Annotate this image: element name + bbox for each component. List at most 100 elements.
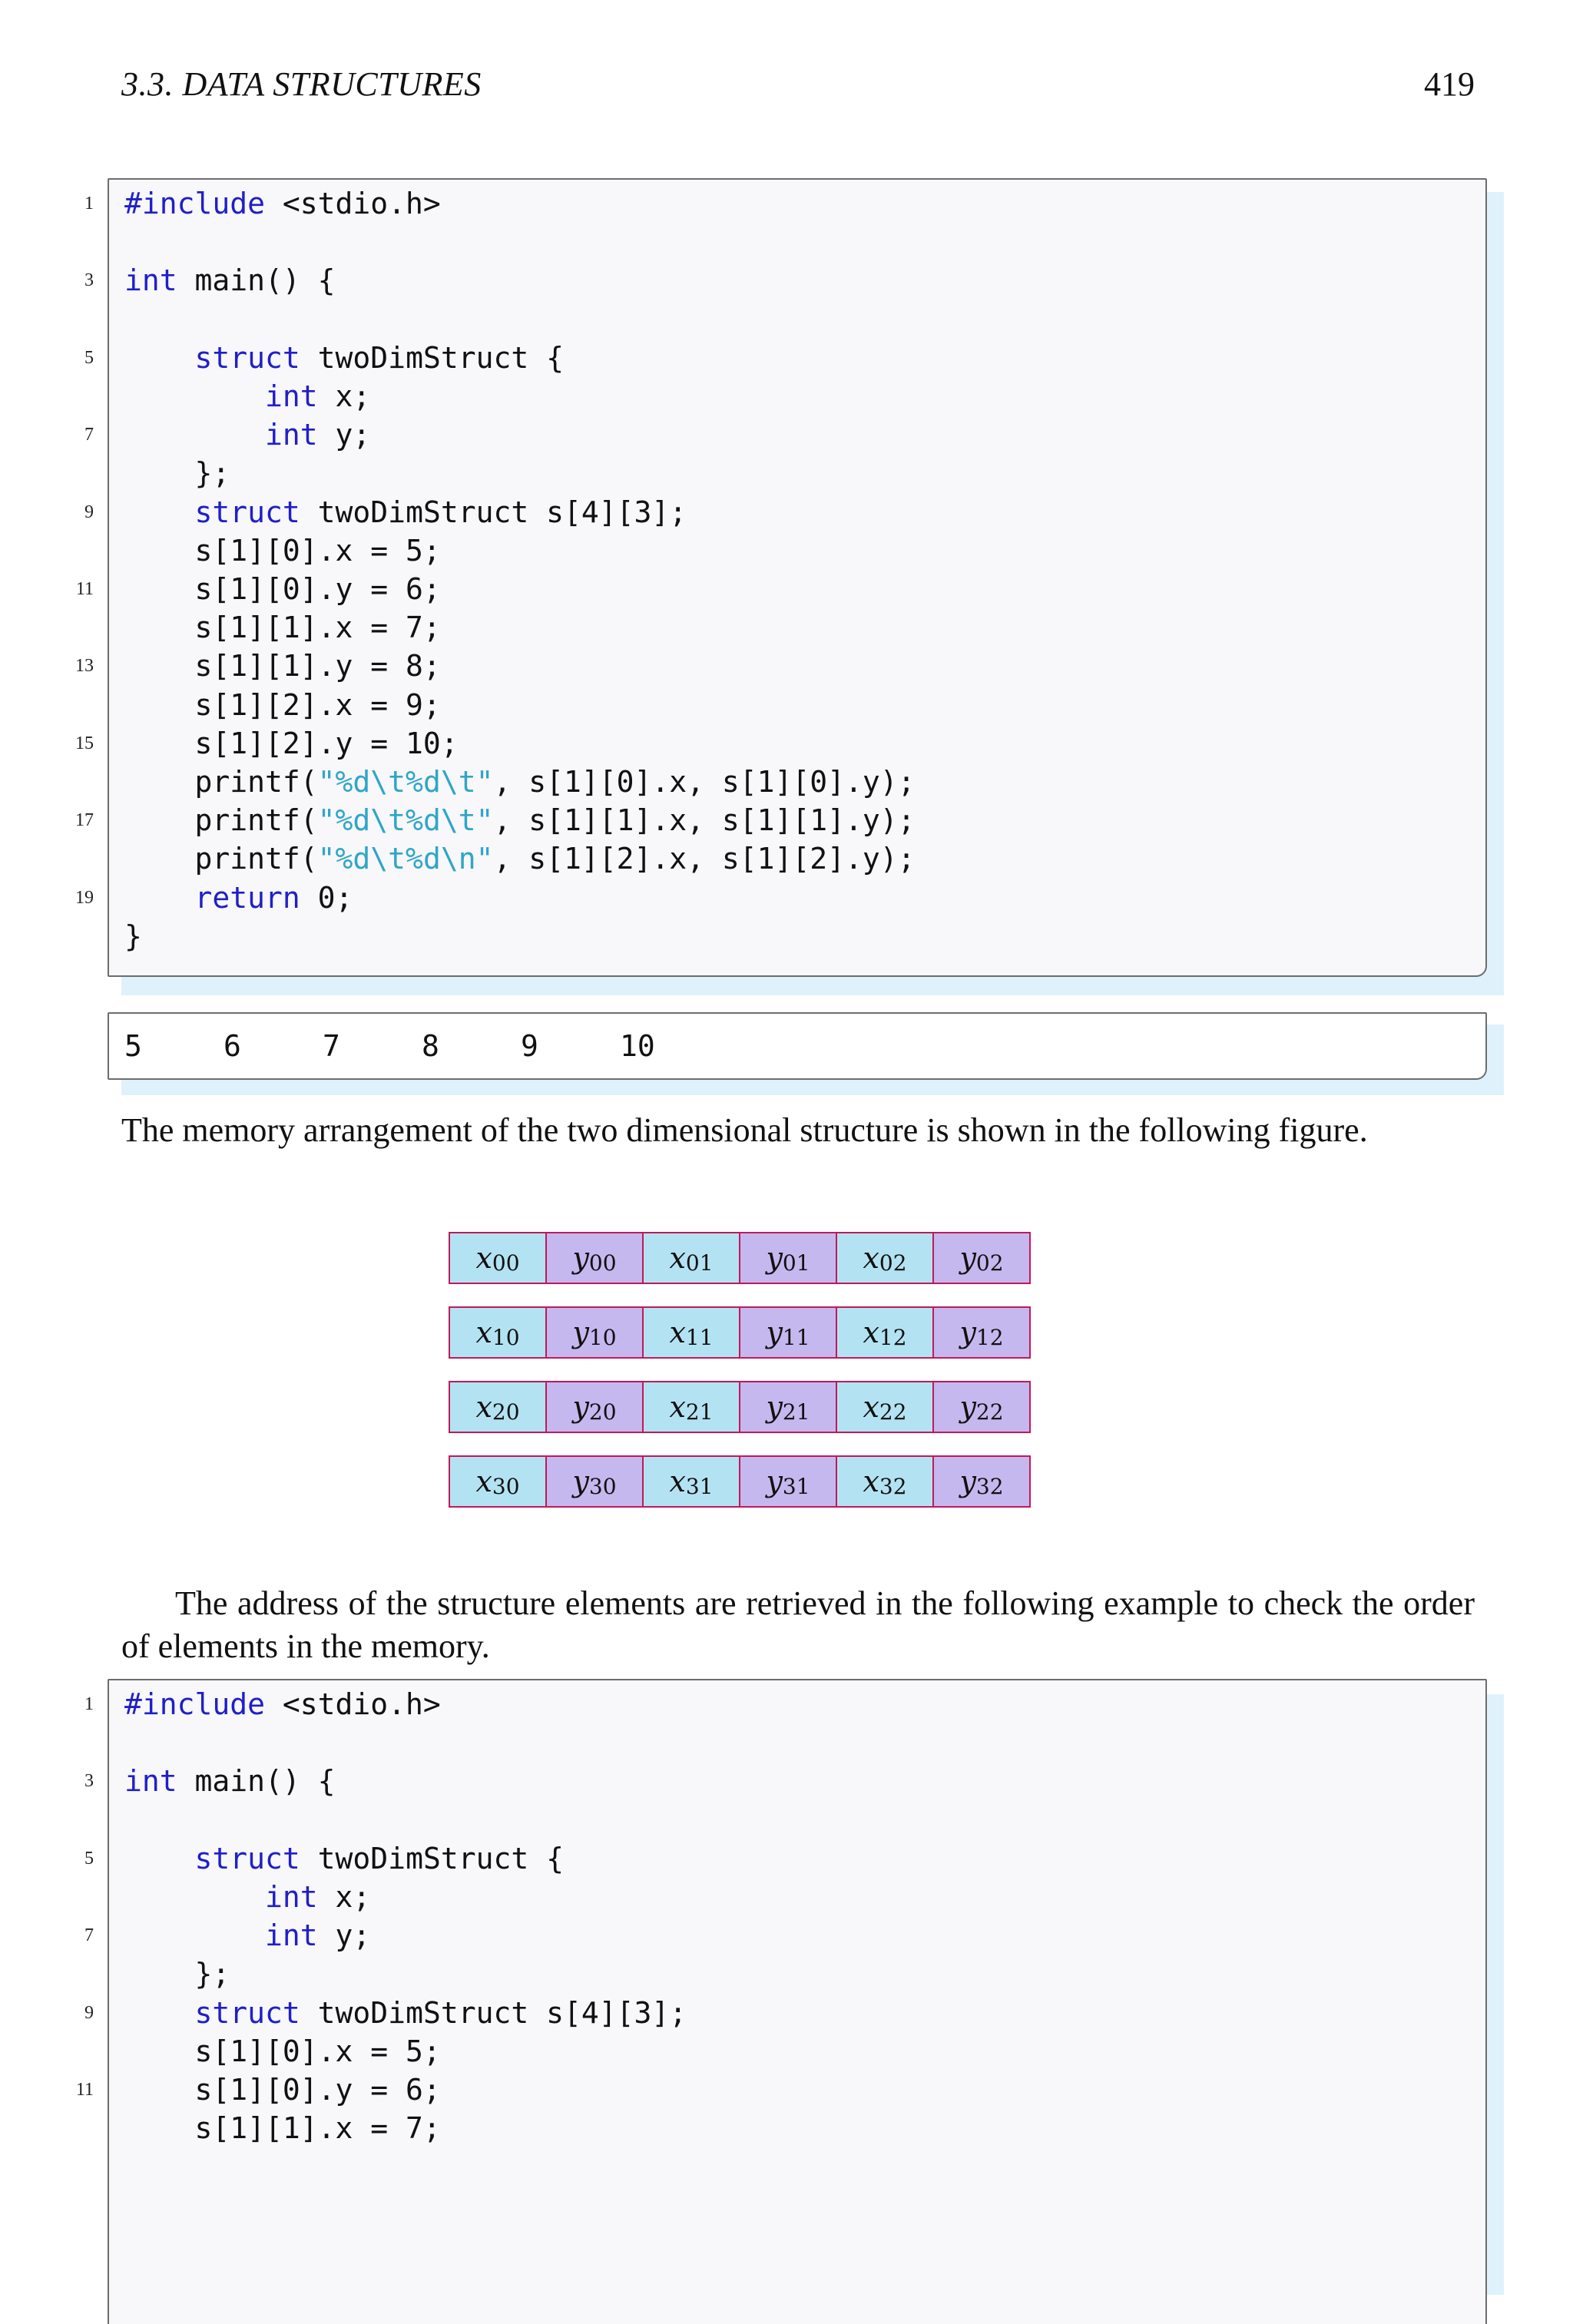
cell-subscript: 20 [588,1399,617,1425]
cell-variable: x [475,1241,492,1275]
cell-variable: y [959,1465,976,1498]
cell-variable: y [766,1465,783,1498]
code-text: s[1][1].y = 8; [124,649,441,684]
cell-variable: y [572,1390,589,1424]
line-number: 1 [84,194,94,214]
cell-subscript: 31 [685,1473,714,1499]
cell-subscript: 22 [975,1399,1004,1425]
cell-variable: x [669,1241,686,1275]
code-text: s[1][2].x = 9; [124,687,441,722]
code-preprocessor: #include [124,187,266,220]
line-number [51,2109,94,2147]
cell-variable: y [572,1316,589,1349]
line-number: 15 [75,733,94,753]
code-keyword: struct [194,495,300,529]
cell-variable: x [863,1390,879,1424]
cell-variable: x [863,1465,879,1498]
code-text: s[1][0].y = 6; [124,2073,441,2107]
code-text: s[1][1].x = 7; [124,611,441,645]
code-keyword: struct [194,1995,300,2030]
cell-variable: x [863,1316,879,1349]
code-keyword: int [124,263,177,298]
cell-variable: y [766,1316,783,1349]
cell-variable: x [669,1316,686,1349]
code-keyword: int [265,1880,318,1914]
code-text: twoDimStruct { [300,340,564,375]
code-text: x; [317,1880,371,1914]
code-text [124,881,195,915]
line-number [51,686,94,724]
line-number [51,454,94,492]
cell-variable: y [572,1241,589,1275]
line-number [51,763,94,801]
cell-variable: y [766,1390,783,1424]
code-text: y; [317,418,371,452]
cell-variable: x [863,1241,879,1275]
line-number: 3 [84,1771,94,1792]
line-number [51,2032,94,2071]
code-text: y; [317,1918,371,1953]
cell-variable: y [959,1316,976,1349]
cell-subscript: 20 [492,1399,520,1425]
cell-subscript: 32 [975,1473,1004,1499]
line-number: 9 [84,502,94,522]
line-number [51,1878,94,1916]
line-number [51,1801,94,1839]
code-text: <stdio.h> [265,1687,441,1721]
cell-subscript: 21 [685,1399,714,1425]
cell-variable: x [475,1316,492,1349]
code-text: printf( [124,842,318,876]
code-keyword: struct [194,1841,300,1875]
code-text [124,495,195,529]
cell-variable: y [572,1465,589,1498]
cell-subscript: 31 [782,1473,810,1499]
code-text [124,1842,195,1875]
code-text [124,341,195,375]
code-text [124,379,265,413]
line-number [51,1723,94,1762]
code-text: x; [317,379,371,413]
line-number: 1 [84,1694,94,1714]
output-value: 6 [224,1029,241,1063]
line-number: 3 [84,270,94,291]
code-text [124,418,265,452]
line-number: 13 [75,656,94,677]
code-text: main() { [177,263,336,298]
code-string: "%d\t%d\n" [317,842,494,876]
code-text: <stdio.h> [265,187,441,220]
code-keyword: int [124,1764,177,1799]
line-number [51,531,94,570]
line-number [51,223,94,261]
code-string: "%d\t%d\t" [317,765,494,799]
code-keyword: int [265,1918,318,1953]
code-keyword: int [265,379,318,413]
line-number: 11 [75,579,94,599]
code-keyword: int [265,418,318,452]
cell-subscript: 11 [782,1324,810,1350]
line-number: 19 [75,887,94,908]
cell-variable: x [475,1390,492,1424]
line-number [51,1955,94,1993]
cell-subscript: 10 [588,1324,617,1350]
output-value: 8 [422,1029,439,1063]
running-header: 3.3. DATA STRUCTURES 419 [121,65,1475,111]
code-text: s[1][1].x = 7; [124,2111,441,2146]
